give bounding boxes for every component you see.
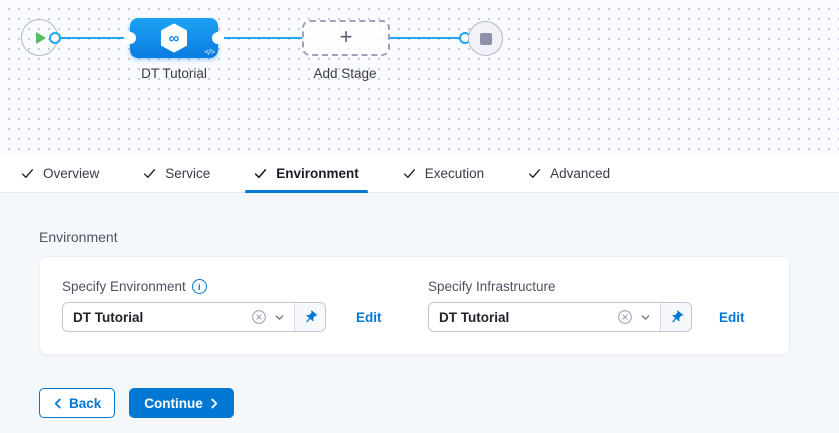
pipeline-canvas[interactable]: ∞ </> DT Tutorial + Add Stage: [0, 0, 839, 155]
add-stage-button[interactable]: +: [302, 20, 390, 56]
tab-label: Advanced: [550, 166, 611, 181]
tab-label: Overview: [43, 166, 100, 181]
tab-service[interactable]: Service: [143, 155, 210, 192]
circle-x-icon[interactable]: [251, 309, 267, 325]
infrastructure-select[interactable]: DT Tutorial: [429, 303, 660, 331]
stage-config-tabbar: Overview Service Environment Execution A…: [0, 155, 839, 193]
connector-port: [49, 32, 61, 44]
pin-button[interactable]: [294, 303, 325, 331]
infrastructure-select-group: DT Tutorial: [428, 302, 692, 332]
chevron-left-icon: [54, 398, 61, 408]
pushpin-icon: [671, 310, 683, 322]
environment-select-value: DT Tutorial: [73, 309, 144, 325]
code-icon: </>: [204, 48, 215, 56]
tab-execution[interactable]: Execution: [403, 155, 484, 192]
add-stage-label: Add Stage: [313, 66, 377, 81]
tab-environment[interactable]: Environment: [245, 155, 368, 193]
environment-field: Specify Environment i DT Tutorial: [62, 279, 428, 332]
svg-text:∞: ∞: [169, 30, 180, 47]
infrastructure-edit-link[interactable]: Edit: [719, 309, 745, 325]
check-icon: [528, 167, 541, 180]
plus-icon: +: [339, 24, 353, 49]
environment-edit-link[interactable]: Edit: [356, 309, 382, 325]
back-button-label: Back: [69, 395, 102, 411]
stage-node-dt-tutorial[interactable]: ∞ </>: [130, 18, 218, 58]
environment-field-label: Specify Environment: [62, 279, 186, 294]
chevron-right-icon: [211, 398, 217, 408]
back-button[interactable]: Back: [39, 388, 116, 418]
hexagon-infinity-icon: ∞: [161, 23, 187, 53]
check-icon: [21, 167, 34, 180]
play-icon: [36, 31, 46, 44]
chevron-down-icon[interactable]: [640, 312, 651, 323]
wizard-footer: Back Continue: [39, 388, 839, 418]
tab-label: Service: [165, 166, 211, 181]
infrastructure-select-value: DT Tutorial: [439, 309, 510, 325]
infrastructure-field: Specify Infrastructure DT Tutorial: [428, 279, 745, 332]
environment-select-group: DT Tutorial: [62, 302, 326, 332]
info-icon[interactable]: i: [191, 279, 207, 294]
continue-button-label: Continue: [144, 395, 203, 411]
check-icon: [403, 167, 416, 180]
pushpin-icon: [305, 310, 317, 322]
tab-overview[interactable]: Overview: [21, 155, 99, 192]
environment-card: Specify Environment i DT Tutorial: [39, 256, 790, 355]
connector-port: [124, 32, 136, 44]
continue-button[interactable]: Continue: [129, 388, 234, 418]
chevron-down-icon[interactable]: [274, 312, 285, 323]
tab-label: Execution: [424, 166, 485, 181]
pipeline-edge: [57, 37, 131, 39]
tab-advanced[interactable]: Advanced: [528, 155, 610, 192]
circle-x-icon[interactable]: [617, 309, 633, 325]
pipeline-end-node[interactable]: [468, 21, 503, 56]
environment-select[interactable]: DT Tutorial: [63, 303, 294, 331]
section-title: Environment: [39, 229, 118, 245]
stage-node-label: DT Tutorial: [141, 66, 207, 81]
pin-button[interactable]: [660, 303, 691, 331]
infrastructure-field-label: Specify Infrastructure: [428, 279, 556, 294]
check-icon: [143, 167, 156, 180]
pipeline-edge: [387, 37, 467, 39]
stop-icon: [479, 32, 492, 45]
check-icon: [254, 167, 267, 180]
tab-label: Environment: [276, 166, 359, 181]
pipeline-edge: [217, 37, 303, 39]
environment-panel: Environment Specify Environment i DT Tut…: [0, 193, 839, 418]
connector-port: [212, 32, 224, 44]
